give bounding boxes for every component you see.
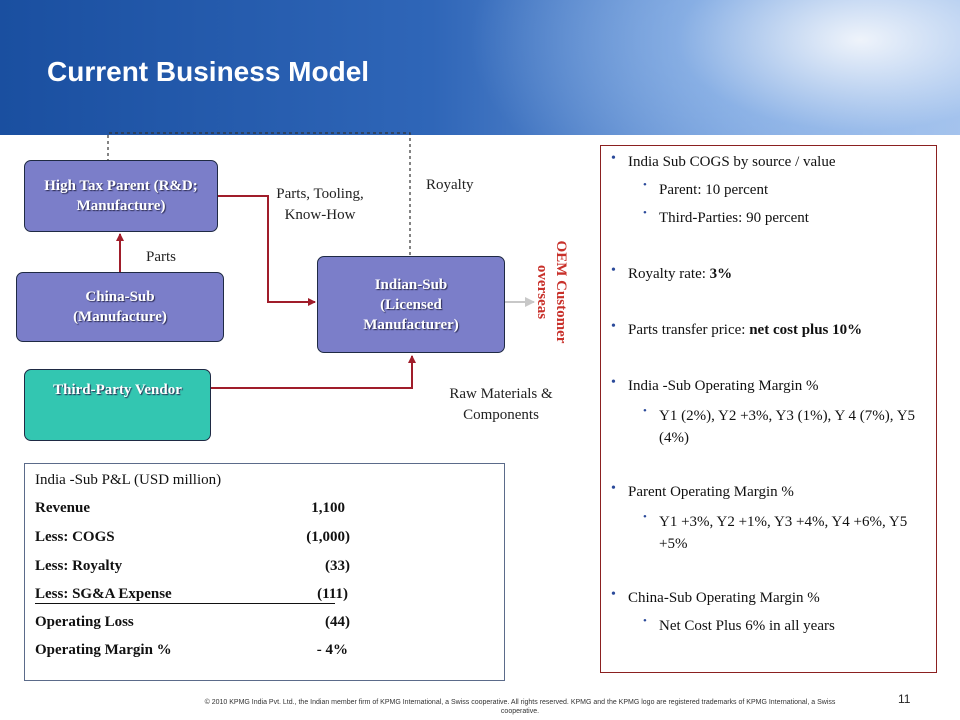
raw-materials-arrow bbox=[211, 355, 416, 389]
royalty-rate-value: 3% bbox=[709, 266, 733, 282]
pl-row-label: Operating Margin % bbox=[35, 642, 172, 658]
bullet-icon: • bbox=[611, 481, 616, 496]
bullet-india-margin: India -Sub Operating Margin % bbox=[628, 378, 819, 394]
pl-row-value: (111) bbox=[317, 586, 348, 602]
pl-row-label: Less: COGS bbox=[35, 529, 115, 545]
pl-row-label: Revenue bbox=[35, 500, 90, 516]
royalty-rate-label: Royalty rate: bbox=[628, 266, 710, 282]
pl-row-value: (44) bbox=[325, 614, 350, 630]
indian-sub-label: Indian-Sub (Licensed Manufacturer) bbox=[363, 276, 459, 333]
bullet-china-margin-values: Net Cost Plus 6% in all years bbox=[659, 618, 835, 634]
transfer-price-label: Parts transfer price: bbox=[628, 322, 750, 338]
pl-row-label: Less: SG&A Expense bbox=[35, 586, 335, 604]
parts-tooling-arrow bbox=[218, 195, 316, 306]
bullet-icon: • bbox=[643, 511, 647, 523]
high-tax-parent-label: High Tax Parent (R&D; Manufacture) bbox=[44, 178, 198, 214]
pl-table: India -Sub P&L (USD million) Revenue 1,1… bbox=[24, 463, 505, 681]
parts-label: Parts bbox=[146, 249, 176, 265]
china-sub-box: China-Sub (Manufacture) bbox=[16, 272, 224, 342]
bullet-icon: • bbox=[611, 151, 616, 166]
bullet-india-margin-values: Y1 (2%), Y2 +3%, Y3 (1%), Y 4 (7%), Y5 (… bbox=[659, 408, 916, 446]
oem-customer-label: OEM Customer overseas bbox=[520, 225, 582, 360]
bullet-icon: • bbox=[643, 179, 647, 191]
pl-row-value: - 4% bbox=[316, 642, 348, 658]
page-number: 11 bbox=[898, 692, 911, 706]
transfer-price-value: net cost plus 10% bbox=[749, 322, 863, 338]
bullet-transfer-price: Parts transfer price: net cost plus 10% bbox=[628, 319, 928, 341]
page-title: Current Business Model bbox=[47, 56, 370, 87]
bullet-icon: • bbox=[611, 319, 616, 334]
bullet-icon: • bbox=[643, 405, 647, 417]
bullet-parent-margin: Parent Operating Margin % bbox=[628, 484, 794, 500]
third-party-vendor-box: Third-Party Vendor bbox=[24, 369, 211, 441]
indian-sub-box: Indian-Sub (Licensed Manufacturer) bbox=[317, 256, 505, 353]
bullet-parent-margin-values: Y1 +3%, Y2 +1%, Y3 +4%, Y4 +6%, Y5 +5% bbox=[659, 514, 908, 552]
pl-row-label: Less: Royalty bbox=[35, 558, 123, 574]
parts-tooling-label: Parts, Tooling, Know-How bbox=[276, 186, 364, 223]
royalty-dashed-line bbox=[107, 132, 411, 255]
bullet-cogs: India Sub COGS by source / value bbox=[628, 154, 836, 170]
pl-title-text: India -Sub P&L (USD million) bbox=[35, 472, 222, 488]
pl-row-value: (1,000) bbox=[306, 529, 350, 545]
bullet-icon: • bbox=[611, 587, 616, 602]
bullet-icon: • bbox=[643, 615, 647, 627]
bullet-icon: • bbox=[611, 263, 616, 278]
footer-copyright: © 2010 KPMG India Pvt. Ltd., the Indian … bbox=[204, 699, 836, 715]
third-party-vendor-label: Third-Party Vendor bbox=[53, 382, 182, 398]
bullet-parent-share: Parent: 10 percent bbox=[659, 182, 769, 198]
pl-row-label: Operating Loss bbox=[35, 614, 134, 630]
high-tax-parent-box: High Tax Parent (R&D; Manufacture) bbox=[24, 160, 218, 232]
china-sub-label: China-Sub (Manufacture) bbox=[73, 289, 167, 325]
pl-title: India -Sub P&L (USD million) bbox=[35, 472, 221, 489]
bullet-icon: • bbox=[643, 207, 647, 219]
pl-row-value: (33) bbox=[325, 558, 350, 574]
bullet-royalty-rate: Royalty rate: 3% bbox=[628, 263, 928, 285]
assumptions-panel: • India Sub COGS by source / value • Par… bbox=[600, 145, 937, 673]
bullet-icon: • bbox=[611, 375, 616, 390]
pl-row-value: 1,100 bbox=[311, 500, 345, 516]
royalty-label: Royalty bbox=[426, 177, 474, 193]
raw-materials-label: Raw Materials & Components bbox=[449, 386, 553, 423]
bullet-third-party-share: Third-Parties: 90 percent bbox=[659, 210, 809, 226]
oem-customer-text: OEM Customer overseas bbox=[534, 240, 569, 344]
bullet-china-margin: China-Sub Operating Margin % bbox=[628, 590, 820, 606]
header-banner bbox=[0, 0, 960, 135]
